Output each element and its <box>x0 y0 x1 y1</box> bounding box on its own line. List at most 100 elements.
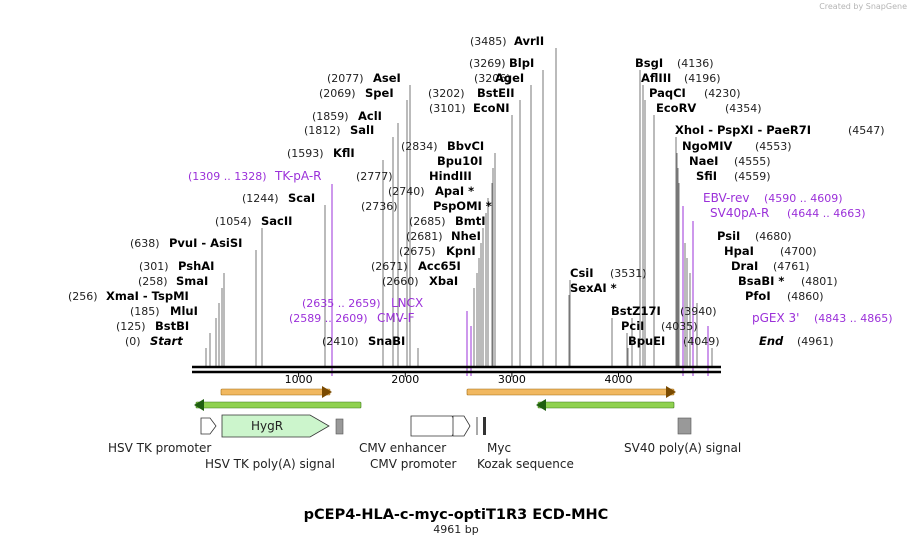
orf-arrows <box>194 386 676 411</box>
feature-label-group: HSV TK promoter HygR HSV TK poly(A) sign… <box>108 419 741 471</box>
site-position: (4049) <box>683 335 720 348</box>
site-position: (4196) <box>684 72 721 85</box>
site-name: PsiI <box>717 229 740 243</box>
site-name: NaeI <box>689 154 718 168</box>
sv40-polya-box <box>677 417 692 435</box>
site-position: (2077) <box>327 72 364 85</box>
site-name: Acc65I <box>418 259 461 273</box>
primer-name: SV40pA-R <box>710 206 769 220</box>
hsv-tk-promoter-arrow <box>200 417 217 435</box>
site-position: (4761) <box>773 260 810 273</box>
site-position: (4035) <box>661 320 698 333</box>
site-position: (0) <box>125 335 141 348</box>
primer-range: (2589 .. 2609) <box>289 312 368 325</box>
site-name: AflIII <box>641 71 671 85</box>
site-position: (2675) <box>399 245 436 258</box>
site-name: AclI <box>358 109 382 123</box>
site-name: XmaI - TspMI <box>106 289 189 303</box>
site-name: SacII <box>261 214 292 228</box>
site-position: (2069) <box>319 87 356 100</box>
site-position: (3202) <box>428 87 465 100</box>
site-position: (3101) <box>429 102 466 115</box>
site-name: KflI <box>333 146 355 160</box>
primer-range: (4590 .. 4609) <box>764 192 843 205</box>
site-name: ScaI <box>288 191 315 205</box>
site-position: (2681) <box>406 230 443 243</box>
site-position: (2685) <box>409 215 446 228</box>
site-position: (4555) <box>734 155 771 168</box>
kozak-label: Kozak sequence <box>477 457 574 471</box>
primer-range: (4843 .. 4865) <box>814 312 893 325</box>
site-name: EcoNI <box>473 101 509 115</box>
site-name: HpaI <box>724 244 754 258</box>
site-position: (2834) <box>401 140 438 153</box>
site-position: (4547) <box>848 124 885 137</box>
ruler-label: 4000 <box>605 373 633 386</box>
site-position: (2660) <box>382 275 419 288</box>
site-name: NgoMIV <box>682 139 732 153</box>
site-position: (1859) <box>312 110 349 123</box>
site-position: (4559) <box>734 170 771 183</box>
primer-name: LNCX <box>391 296 423 310</box>
site-name: PaqCI <box>649 86 686 100</box>
cmv-enhancer-arrow <box>410 415 459 437</box>
site-position: (301) <box>139 260 169 273</box>
site-position: (4860) <box>787 290 824 303</box>
site-name: XhoI - PspXI - PaeR7I <box>675 123 811 137</box>
site-name: DraI <box>731 259 758 273</box>
site-position: (2410) <box>322 335 359 348</box>
site-position: (1054) <box>215 215 252 228</box>
cmv-enhancer-label: CMV enhancer <box>359 441 446 455</box>
ruler-label: 2000 <box>391 373 419 386</box>
site-name: NheI <box>451 229 481 243</box>
site-name: PciI <box>621 319 644 333</box>
site-name: Bpu10I <box>437 154 482 168</box>
site-name: BstZ17I <box>611 304 661 318</box>
site-position: (185) <box>130 305 160 318</box>
site-position: (2777) <box>356 170 393 183</box>
site-position: (1812) <box>304 124 341 137</box>
site-position: (4961) <box>797 335 834 348</box>
site-name: XbaI <box>429 274 458 288</box>
site-position: (3269) <box>469 57 506 70</box>
site-position: (4553) <box>755 140 792 153</box>
site-name: BstBI <box>155 319 189 333</box>
primer-name: pGEX 3' <box>752 311 799 325</box>
site-position: (638) <box>130 237 160 250</box>
site-name: SexAI * <box>570 281 617 295</box>
hsv-tk-promoter-label: HSV TK promoter <box>108 441 211 455</box>
site-name: AseI <box>373 71 401 85</box>
site-position: (4680) <box>755 230 792 243</box>
site-name: ApaI * <box>435 184 474 198</box>
primer-name: CMV-F <box>377 311 415 325</box>
site-name: SpeI <box>365 86 394 100</box>
hygr-label: HygR <box>251 419 283 433</box>
site-position: (4354) <box>725 102 762 115</box>
site-name: SalI <box>350 123 374 137</box>
cmv-promoter-label: CMV promoter <box>370 457 457 471</box>
site-name: BsaBI * <box>738 274 784 288</box>
enzyme-labels: (3485)AvrII(3269)BlpI(3206)AgeI(3202)Bst… <box>68 34 893 348</box>
hsv-tk-polya-box <box>335 418 344 435</box>
primer-range: (2635 .. 2659) <box>302 297 381 310</box>
site-position: (3940) <box>680 305 717 318</box>
site-position: (4136) <box>677 57 714 70</box>
site-name: BsgI <box>635 56 663 70</box>
site-name: MluI <box>170 304 198 318</box>
site-name: BstEII <box>477 86 515 100</box>
site-name: CsiI <box>570 266 594 280</box>
primer-range: (1309 .. 1328) <box>188 170 267 183</box>
features <box>200 414 692 438</box>
site-name: EcoRV <box>656 101 696 115</box>
ruler-label: 3000 <box>498 373 526 386</box>
primer-name: EBV-rev <box>703 191 749 205</box>
primer-range: (4644 .. 4663) <box>787 207 866 220</box>
primer-name: TK-pA-R <box>274 169 322 183</box>
site-name: SnaBI <box>368 334 405 348</box>
map-title: pCEP4-HLA-c-myc-optiT1R3 ECD-MHC <box>304 507 609 523</box>
site-position: (3531) <box>610 267 647 280</box>
site-position: (1593) <box>287 147 324 160</box>
site-position: (3206) <box>474 72 511 85</box>
site-position: (2671) <box>371 260 408 273</box>
